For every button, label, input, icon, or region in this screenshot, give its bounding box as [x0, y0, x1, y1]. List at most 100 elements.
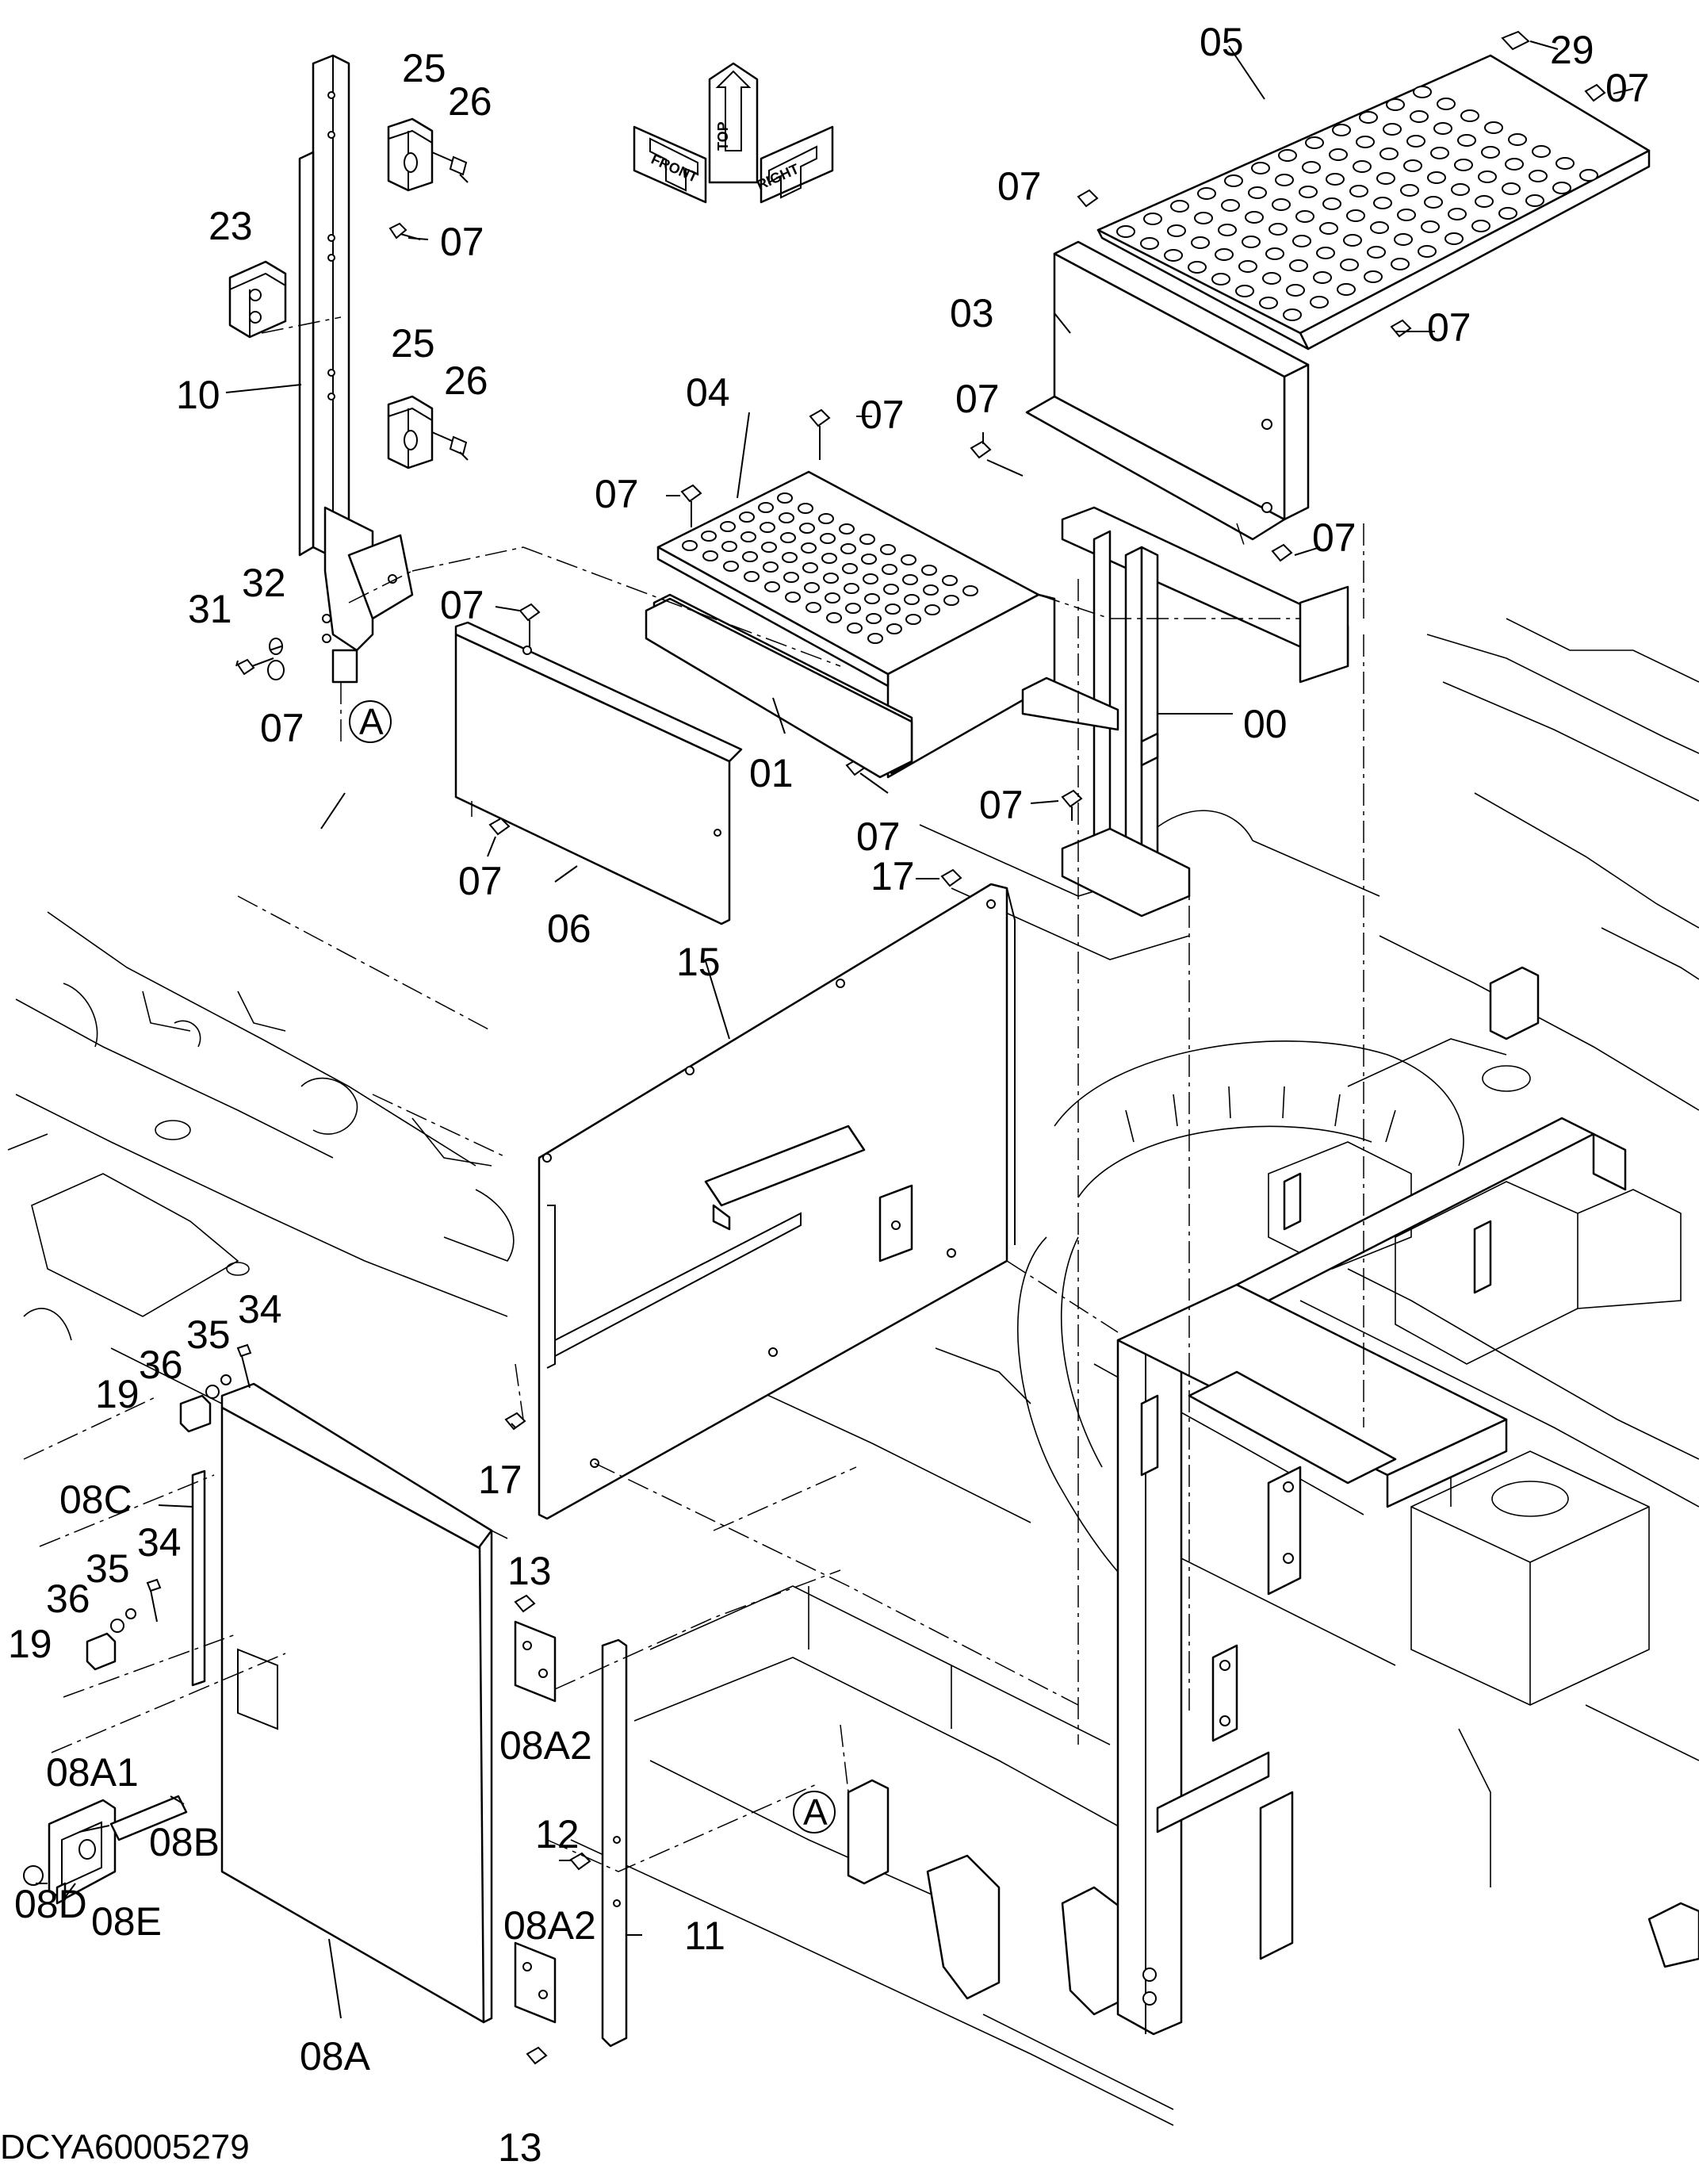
nut-part-07-at-10: [267, 660, 285, 680]
callout-35-b: 35: [86, 1546, 130, 1591]
tread-hole: [1394, 233, 1413, 246]
tread-hole: [1245, 211, 1264, 224]
tread-hole: [804, 582, 820, 593]
callout-23: 23: [209, 204, 253, 248]
tread-hole: [861, 554, 877, 565]
callout-07-i: 07: [856, 814, 901, 859]
tread-hole: [883, 584, 899, 595]
tread-hole: [744, 571, 760, 582]
tread-hole: [1262, 272, 1281, 285]
tread-hole: [859, 534, 875, 545]
tread-hole: [1337, 283, 1356, 296]
tread-hole: [1211, 273, 1230, 285]
tread-hole: [905, 614, 921, 625]
tread-hole: [921, 565, 937, 576]
tread-hole: [1332, 124, 1351, 136]
callout-32: 32: [242, 561, 286, 605]
bolt-07-near-10: [388, 222, 421, 240]
pad-part-19-upper: [179, 1394, 212, 1433]
callout-08A2-a: 08A2: [499, 1723, 592, 1768]
bolt-07-on-03: [1271, 543, 1293, 562]
tread-hole: [1505, 158, 1524, 171]
bracket-a-reference: [847, 1779, 890, 1885]
bolt-07-on-04-right: [970, 440, 1024, 477]
reference-a-right: A: [803, 1791, 828, 1833]
tread-hole: [740, 531, 756, 542]
tread-hole: [1343, 234, 1362, 247]
tread-hole: [1313, 271, 1332, 284]
tread-hole: [867, 633, 883, 644]
tread-hole: [1353, 160, 1372, 173]
orientation-top-label: TOP: [715, 121, 731, 151]
bolt-part-26-lower: [431, 431, 468, 456]
tread-hole: [1191, 236, 1210, 249]
tread-hole: [1310, 296, 1329, 308]
tread-hole: [1525, 194, 1544, 207]
tread-hole: [866, 613, 882, 624]
callout-07-d: 07: [955, 377, 1000, 421]
tread-hole: [1471, 220, 1490, 232]
tread-hole: [1383, 123, 1402, 136]
tread-hole: [783, 572, 799, 583]
tread-hole: [682, 540, 698, 551]
tread-hole: [839, 523, 855, 535]
callout-08A: 08A: [300, 2034, 371, 2079]
assembly-guide-lines: [23, 316, 1364, 1872]
tread-hole: [1269, 223, 1288, 236]
tread-hole: [1140, 237, 1159, 250]
tread-hole: [1289, 259, 1308, 272]
washer-part-36-lower: [110, 1619, 124, 1633]
tread-hole: [702, 550, 718, 561]
tread-hole: [723, 561, 739, 572]
tread-hole: [1218, 224, 1237, 236]
hinge-part-08A2-upper: [514, 1620, 557, 1703]
cover-part-06: [454, 621, 743, 925]
bolt-part-13-lower: [526, 2046, 548, 2065]
callout-08A2-b: 08A2: [503, 1903, 596, 1948]
seal-part-08C: [191, 1469, 206, 1687]
callout-13-b: 13: [498, 2125, 542, 2170]
callout-34-a: 34: [238, 1287, 282, 1331]
tread-hole: [1275, 174, 1294, 186]
tread-hole: [1164, 249, 1183, 262]
callout-08A1: 08A1: [46, 1750, 139, 1795]
pad-part-19-lower: [86, 1632, 117, 1671]
machine-frame-background: [7, 618, 1699, 2126]
callout-19-a: 19: [95, 1372, 140, 1416]
callout-08E: 08E: [91, 1899, 162, 1944]
callout-07-b: 07: [997, 164, 1042, 209]
tread-hole: [1430, 147, 1449, 159]
callout-labels: 05 29 07 07 03 07 07 07 04 07 07 07 01 0…: [8, 20, 1650, 2170]
tread-hole: [1406, 135, 1425, 148]
tread-hole: [1286, 284, 1305, 297]
bolt-07-on-05-right: [1584, 83, 1606, 102]
tread-hole: [1278, 149, 1297, 162]
callout-26-a: 26: [448, 79, 492, 124]
tread-hole: [1457, 134, 1476, 147]
clip-part-08E: [55, 1882, 67, 1905]
tread-hole: [1481, 146, 1500, 159]
orientation-indicator: TOP FRONT RIGHT: [633, 62, 834, 204]
callout-01: 01: [749, 751, 794, 795]
bolt-part-17-top: [940, 868, 962, 887]
callout-05: 05: [1200, 20, 1244, 64]
tread-hole: [821, 553, 837, 564]
tread-hole: [1316, 247, 1335, 259]
tread-hole: [805, 602, 821, 613]
callout-10: 10: [176, 373, 220, 417]
callout-04: 04: [686, 370, 730, 415]
bracket-part-01: [645, 597, 913, 779]
tread-hole: [1437, 98, 1456, 110]
bolt-07-at-00-foot: [1061, 789, 1083, 821]
nut-part-08D: [23, 1865, 44, 1886]
tread-hole: [1445, 232, 1464, 245]
tread-hole: [1167, 224, 1186, 237]
tread-hole: [1427, 171, 1446, 184]
guide-a-right: [840, 1724, 849, 1793]
callout-08D: 08D: [14, 1882, 87, 1926]
tread-hole: [1454, 159, 1473, 171]
tread-hole: [901, 554, 916, 565]
tread-hole: [1259, 297, 1278, 309]
